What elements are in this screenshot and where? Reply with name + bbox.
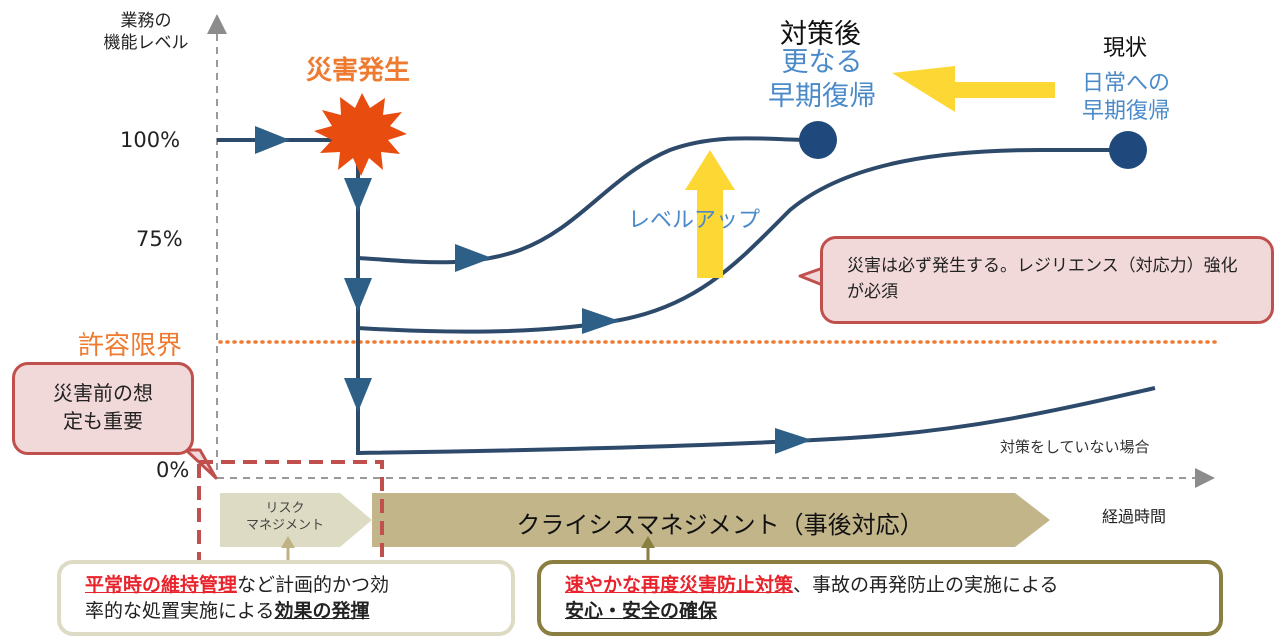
after-measures-dot [799, 121, 837, 159]
risk-pointer-head [281, 536, 295, 548]
threshold-label: 許容限界 [78, 331, 183, 361]
after-measures-title: 対策後 [780, 19, 861, 50]
y-axis-label-line2: 機能レベル [103, 33, 189, 53]
pre-disaster-callout-line1: 災害前の想 [53, 381, 153, 405]
curve-no-measures [357, 386, 1156, 455]
peacetime-note-em: 平常時の維持管理 [85, 574, 238, 596]
flow-arrow-baseline [255, 126, 290, 154]
x-axis-label: 経過時間 [1102, 507, 1167, 526]
disaster-label: 災害発生 [306, 56, 411, 86]
tick-75: 75% [136, 227, 183, 251]
pre-disaster-callout-line2: 定も重要 [63, 409, 143, 433]
tick-100: 100% [120, 128, 181, 152]
resilience-callout: 災害は必ず発生する。レジリエンス（対応力）強化が必須 [820, 236, 1274, 324]
crisis-management-label: クライシスマネジメント（事後対応） [516, 511, 924, 539]
crisis-pointer-head [641, 536, 655, 548]
risk-management-label: リスク マネジメント [222, 500, 348, 534]
current-title: 現状 [1102, 36, 1147, 61]
drop-arrow-1 [344, 178, 372, 212]
improvement-arrow [892, 66, 1055, 112]
drop-arrow-2 [344, 278, 372, 312]
risk-management-phase [220, 493, 372, 547]
peacetime-note: 平常時の維持管理など計画的かつ効 率的な処置実施による効果の発揮 [57, 560, 515, 636]
risk-management-label-line1: リスク [265, 501, 305, 516]
resilience-callout-text: 災害は必ず発生する。レジリエンス（対応力）強化が必須 [847, 256, 1238, 302]
crisis-note-strong: 安心・安全の確保 [565, 600, 718, 622]
crisis-note-text1: 、事故の再発防止の実施による [793, 574, 1059, 596]
flow-arrow-current [582, 308, 620, 334]
current-subtitle-line2: 早期復帰 [1081, 99, 1170, 124]
flow-arrow-no-measures [775, 428, 812, 454]
crisis-note-line1: 速やかな再度災害防止対策、事故の再発防止の実施による [565, 572, 1219, 598]
curve-current [357, 147, 1130, 334]
current-dot [1109, 131, 1147, 169]
level-up-label: レベルアップ [628, 208, 761, 233]
crisis-note: 速やかな再度災害防止対策、事故の再発防止の実施による 安心・安全の確保 [537, 560, 1223, 636]
crisis-note-line2: 安心・安全の確保 [565, 598, 1219, 624]
after-measures-subtitle: 更なる 早期復帰 [752, 46, 892, 114]
no-measures-label: 対策をしていない場合 [1000, 438, 1150, 456]
after-measures-subtitle-line1: 更なる [781, 47, 863, 78]
peacetime-note-text1: など計画的かつ効 [237, 574, 390, 596]
peacetime-note-text2: 率的な処置実施による [85, 600, 275, 622]
flow-arrow-after [455, 244, 492, 272]
tick-0: 0% [156, 458, 190, 482]
peacetime-note-line2: 率的な処置実施による効果の発揮 [85, 598, 511, 624]
y-axis-label-line1: 業務の [120, 11, 172, 31]
crisis-note-em: 速やかな再度災害防止対策 [565, 574, 794, 596]
peacetime-note-line1: 平常時の維持管理など計画的かつ効 [85, 572, 511, 598]
peacetime-note-strong: 効果の発揮 [274, 600, 370, 622]
drop-arrow-3 [344, 378, 372, 412]
current-subtitle: 日常への 早期復帰 [1056, 70, 1196, 126]
current-subtitle-line1: 日常への [1081, 71, 1170, 96]
pre-disaster-callout: 災害前の想 定も重要 [12, 362, 194, 455]
risk-management-label-line2: マネジメント [245, 518, 324, 533]
after-measures-subtitle-line2: 早期復帰 [768, 81, 876, 112]
level-up-arrow [685, 150, 735, 278]
explosion-icon [314, 93, 407, 176]
y-axis-label: 業務の 機能レベル [96, 10, 196, 54]
curve-after-measures [357, 136, 809, 265]
crisis-management-phase [372, 493, 1050, 547]
